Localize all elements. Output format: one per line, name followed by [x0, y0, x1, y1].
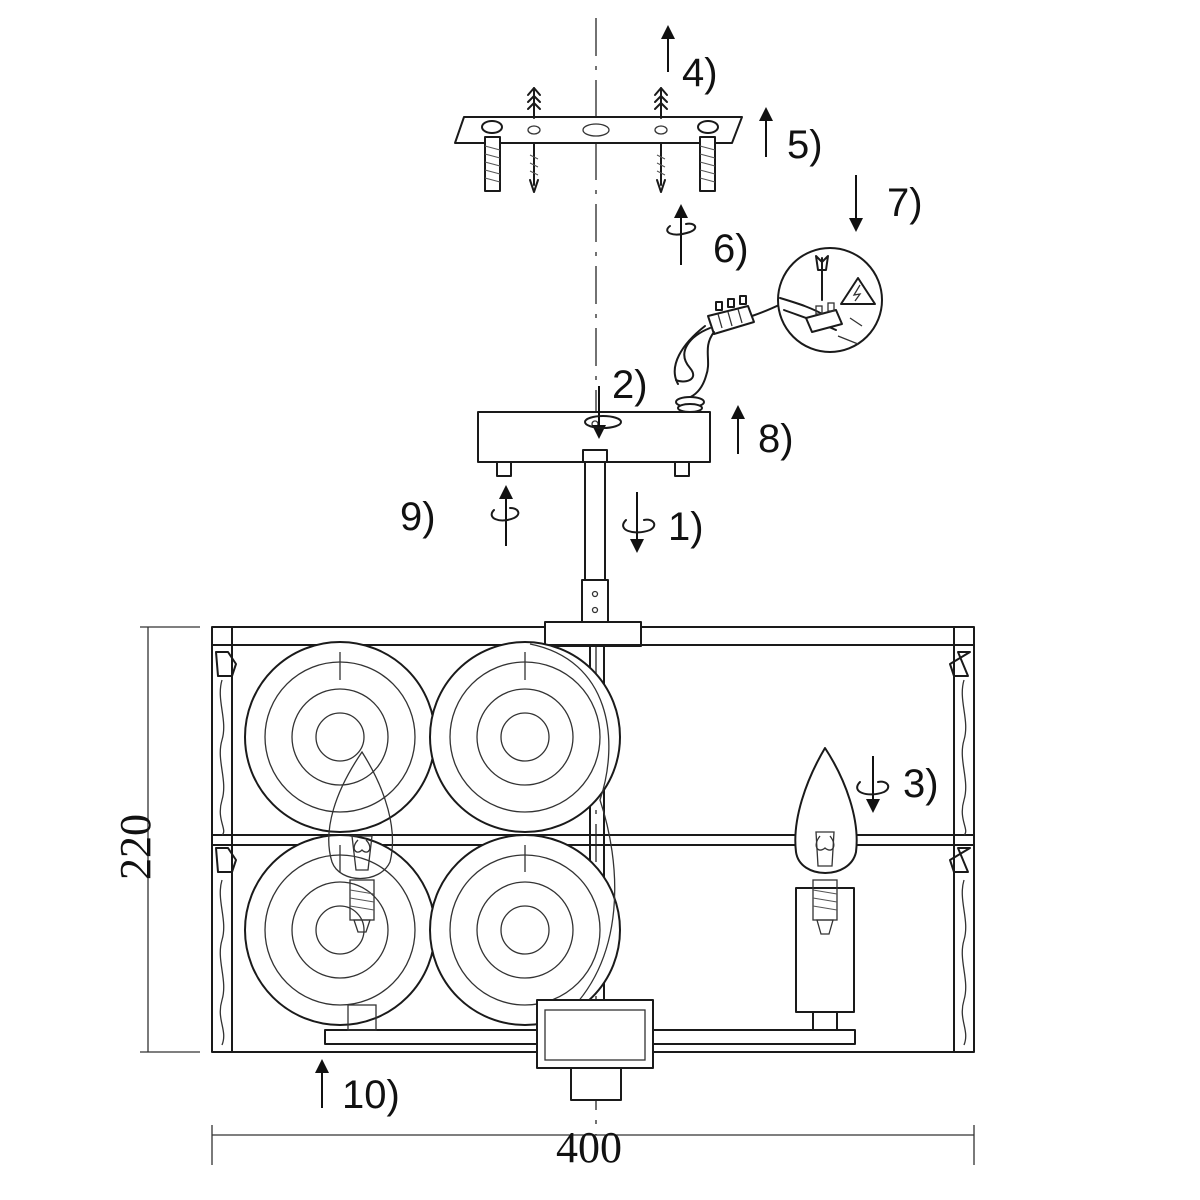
candle-bulb-left	[328, 750, 394, 1031]
candle-bulb-right	[794, 747, 858, 1031]
down-rod	[581, 461, 609, 625]
step-7-marker: 7)	[849, 175, 923, 232]
screw-anchor-right	[654, 87, 668, 193]
step-8-label: 8)	[758, 417, 794, 461]
bottom-finial	[536, 999, 654, 1101]
width-dimension-label: 400	[556, 1123, 622, 1172]
glass-disc-bottom-right	[429, 834, 621, 1026]
shade-outline-arc	[529, 643, 616, 1021]
step-2-marker: 2)	[584, 363, 648, 439]
height-dimension: 220	[111, 626, 200, 1053]
step-5-marker: 5)	[759, 107, 823, 167]
step-3-marker: 3)	[856, 756, 939, 813]
step-5-label: 5)	[787, 123, 823, 167]
width-dimension: 400	[211, 1123, 975, 1172]
step-9-label: 9)	[400, 495, 436, 539]
high-voltage-warning-icon	[840, 277, 876, 305]
step-1-marker: 1)	[622, 492, 704, 553]
height-dimension-label: 220	[111, 814, 160, 880]
step-4-marker: 4)	[661, 25, 718, 95]
glass-disc-bottom-left	[244, 834, 436, 1026]
step-2-label: 2)	[612, 363, 648, 407]
screw-anchor-left	[527, 87, 541, 193]
glass-disc-top-right	[429, 641, 621, 833]
step-10-label: 10)	[342, 1073, 400, 1117]
step-1-label: 1)	[668, 505, 704, 549]
step-8-marker: 8)	[731, 405, 794, 461]
step-3-label: 3)	[903, 762, 939, 806]
step-6-label: 6)	[713, 227, 749, 271]
wiring-detail-callout	[777, 247, 883, 353]
glass-disc-top-left	[244, 641, 436, 833]
terminal-block	[707, 295, 755, 335]
step-10-marker: 10)	[315, 1059, 400, 1117]
step-9-marker: 9)	[400, 485, 520, 546]
step-6-marker: 6)	[666, 204, 749, 271]
ceiling-bolt-left	[484, 136, 501, 192]
mounting-plate	[454, 116, 743, 144]
ceiling-bolt-right	[699, 136, 716, 192]
step-7-label: 7)	[887, 181, 923, 225]
step-4-label: 4)	[682, 51, 718, 95]
